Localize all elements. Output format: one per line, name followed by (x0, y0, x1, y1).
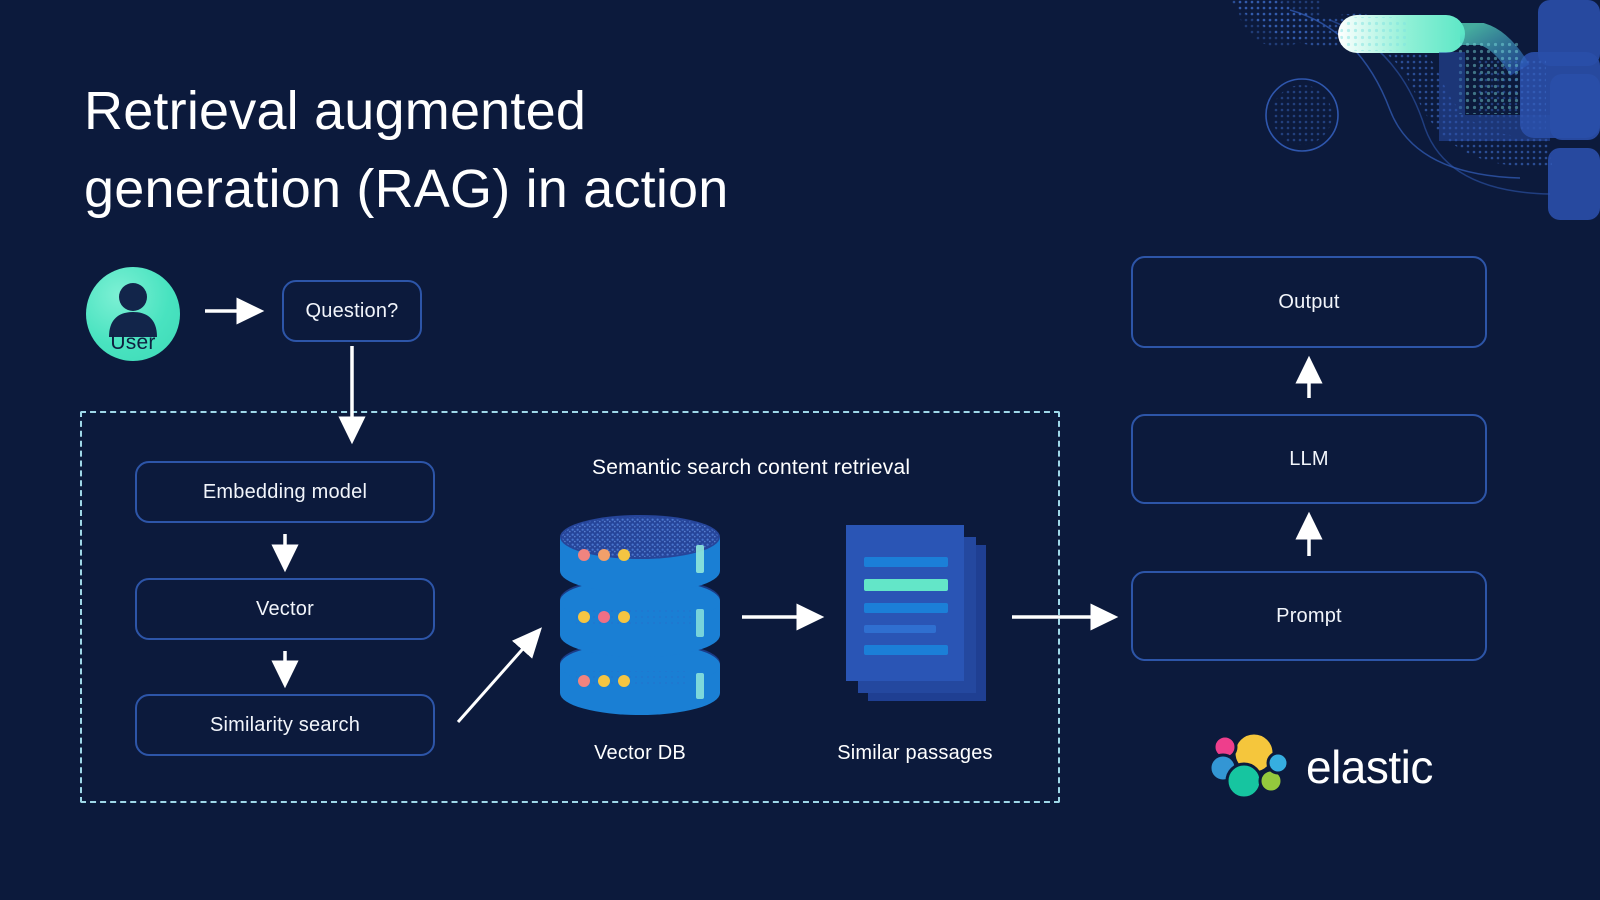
elastic-logo-icon (1208, 733, 1290, 800)
node-prompt[interactable]: Prompt (1131, 571, 1487, 661)
node-question-label: Question? (305, 299, 399, 322)
brand-name: elastic (1306, 741, 1433, 793)
vector-db-caption: Vector DB (594, 742, 686, 764)
person-icon (109, 283, 157, 337)
node-vector[interactable]: Vector (135, 578, 435, 640)
semantic-search-region (80, 411, 1060, 803)
vector-db-illustration (556, 513, 724, 717)
node-output[interactable]: Output (1131, 256, 1487, 348)
user-label: User (110, 331, 156, 354)
node-prompt-label: Prompt (1276, 604, 1342, 627)
semantic-search-region-label: Semantic search content retrieval (592, 456, 911, 479)
node-similarity-search[interactable]: Similarity search (135, 694, 435, 756)
similar-passages-caption: Similar passages (837, 742, 993, 764)
documents-icon (846, 525, 986, 701)
page-title: Retrieval augmented generation (RAG) in … (84, 81, 729, 220)
decorative-corner-graphic (1229, 0, 1600, 220)
node-embedding-model-label: Embedding model (202, 480, 368, 503)
avatar: User (86, 267, 180, 361)
node-vector-label: Vector (256, 597, 314, 620)
node-llm-label: LLM (1289, 447, 1329, 470)
similar-passages-illustration (836, 515, 996, 715)
node-question[interactable]: Question? (282, 280, 422, 342)
node-similarity-search-label: Similarity search (209, 713, 361, 736)
node-llm[interactable]: LLM (1131, 414, 1487, 504)
node-embedding-model[interactable]: Embedding model (135, 461, 435, 523)
database-icon (560, 515, 720, 715)
node-output-label: Output (1278, 290, 1340, 313)
brand-logo: elastic (1208, 733, 1433, 801)
